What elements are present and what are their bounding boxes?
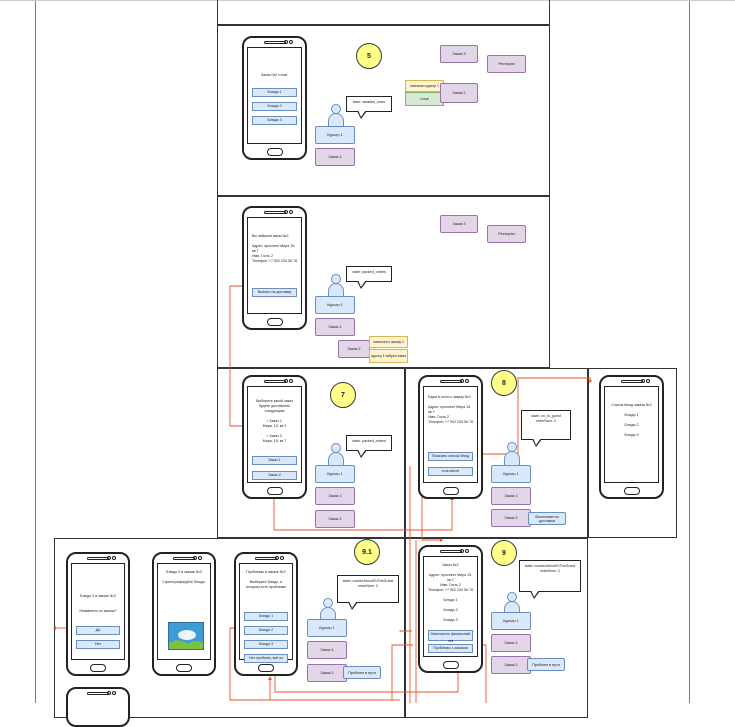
leave-for-delivery-button[interactable]: Выехал на доставку	[252, 288, 297, 297]
courier-box: Курьер 1	[307, 619, 347, 637]
order-2-button[interactable]: Заказ 2	[252, 471, 297, 480]
dish-2-button[interactable]: Блюдо 2	[252, 102, 297, 111]
order-2-box: Заказ 2	[338, 340, 370, 358]
courier-box: Курьер 1	[491, 612, 531, 630]
phone-screen: Блюдо 2 в заказе №2 Сфотографируйте блюд…	[157, 563, 211, 660]
order-1-box: Заказ 1	[315, 487, 355, 505]
order-1-box: Заказ 1	[315, 318, 355, 336]
phone-step7: Выберите какой заказ будете доставлять с…	[242, 375, 307, 499]
courier-actor	[328, 443, 344, 467]
step-badge-8: 8	[491, 370, 517, 396]
state-callout: state: awaited_order	[346, 96, 392, 119]
dish-1-button[interactable]: Блюдо 1	[252, 88, 297, 97]
courier-box: Курьер 1	[315, 126, 355, 144]
phone-step91-photo: Блюдо 2 в заказе №2 Сфотографируйте блюд…	[152, 552, 216, 676]
print-final-receipt-button[interactable]: Напечатать финальный чек	[428, 630, 473, 643]
no-button[interactable]: Нет	[76, 640, 120, 649]
arrived-button[interactable]: я на месте	[428, 467, 473, 476]
order-2-box: Заказ 2	[440, 83, 478, 103]
phone-step8-dish-list: Список блюд заказа №2 Блюдо 1 Блюдо 2 Бл…	[599, 375, 664, 499]
state-callout: state: packed_orders	[346, 435, 392, 458]
phone-text: Блюдо 2 в заказе №2 Сфотографируйте блюд…	[162, 570, 206, 584]
phone-text: Выберите какой заказ будете доставлять с…	[256, 399, 293, 443]
dish-photo-image	[168, 622, 204, 650]
phone-screen: Проблемы в заказе №2 Выберите блюдо, в к…	[239, 563, 293, 663]
phone-partial-bottom	[66, 687, 130, 727]
problem-status-box: Проблем в пути	[527, 658, 565, 671]
delivering-status-box: Выполняется доставка	[528, 512, 566, 525]
frame-step5	[217, 25, 550, 196]
phone-text: Проблемы в заказе №2 Выберите блюдо, в к…	[246, 570, 286, 589]
order-problems-button[interactable]: Проблемы с заказом	[428, 644, 473, 653]
phone-step6: Вы забрали заказ №2 Адрес: проспект Мира…	[242, 206, 307, 330]
order-2-box: Заказ 2	[491, 509, 531, 527]
state-callout: state: packed_orders	[346, 266, 392, 289]
state-callout: state: courierArrivalToTheGuest orderNum…	[519, 560, 581, 599]
step-badge-9-1: 9.1	[354, 539, 380, 565]
no-problems-button[interactable]: Нет проблем, всё ок	[244, 654, 288, 663]
problem-dish-1-button[interactable]: Блюдо 1	[244, 612, 288, 621]
courier-box: Курьер 1	[315, 465, 355, 483]
note-courier-picked-up: курьер 1 забрал заказ	[369, 349, 408, 363]
phone-step5: Заказ №2 готов. Блюдо 1 Блюдо 2 Блюдо 3	[242, 36, 307, 160]
frame-step7	[217, 368, 405, 538]
phone-screen: Блюдо 2 в заказе №2 Невменить из заказа?…	[71, 563, 125, 660]
top-edge	[0, 0, 735, 1]
phone-screen: Выберите какой заказ будете доставлять с…	[247, 386, 302, 483]
step-badge-9: 9	[491, 540, 517, 566]
state-callout: state: courierArrivalToTheGuest orderNum…	[337, 575, 399, 610]
courier-actor	[504, 442, 520, 466]
phone-screen: Список блюд заказа №2 Блюдо 1 Блюдо 2 Бл…	[604, 386, 659, 483]
image-icon	[169, 623, 203, 649]
restaurant-box: Ресторан	[487, 55, 526, 73]
order-3-box: Заказ 3	[440, 215, 478, 233]
phone-text: Вы забрали заказ №2 Адрес: проспект Мира…	[252, 234, 297, 263]
phone-screen: Едем в гости к заказу №2 Адрес: проспект…	[423, 386, 478, 483]
step-badge-5: 5	[356, 43, 382, 69]
state-callout: state: on_to_guest orderNum: 2	[521, 410, 571, 447]
phone-text: Блюдо 2 в заказе №2 Невменить из заказа?	[79, 594, 117, 613]
order-1-box: Заказ 1	[307, 641, 347, 659]
phone-step91-confirm: Блюдо 2 в заказе №2 Невменить из заказа?…	[66, 552, 130, 676]
problem-dish-2-button[interactable]: Блюдо 2	[244, 626, 288, 635]
order-2-box: Заказ 2	[315, 510, 355, 528]
problem-status-box: Проблем в пути	[343, 666, 381, 679]
courier-box: Курьер 1	[491, 465, 531, 483]
order-1-button[interactable]: Заказ 1	[252, 456, 297, 465]
yes-button[interactable]: Да	[76, 626, 120, 635]
phone-text: Список блюд заказа №2 Блюдо 1 Блюдо 2 Бл…	[611, 403, 652, 437]
guide-line-left	[35, 0, 36, 703]
note-ready: готов	[405, 92, 444, 106]
note-assigned-to-order: назначен к заказу 1	[369, 336, 408, 348]
note-courier-assigned: назначен курьер 1	[405, 80, 444, 92]
phone-step91-problems: Проблемы в заказе №2 Выберите блюдо, в к…	[234, 552, 298, 676]
order-1-box: Заказ 1	[315, 148, 355, 166]
order-1-box: Заказ 1	[491, 487, 531, 505]
show-dish-list-button[interactable]: Показать список блюд	[428, 452, 473, 461]
frame-step6	[217, 196, 550, 368]
phone-screen: Заказ №2 Адрес: проспект Мира 15, кв.7 И…	[423, 556, 478, 657]
problem-dish-3-button[interactable]: Блюдо 3	[244, 640, 288, 649]
courier-actor	[328, 104, 344, 128]
phone-screen: Заказ №2 готов. Блюдо 1 Блюдо 2 Блюдо 3	[247, 47, 302, 144]
step-badge-7: 7	[330, 382, 356, 408]
phone-text: Заказ №2 Адрес: проспект Мира 15, кв.7 И…	[428, 563, 473, 622]
guide-line-right	[689, 0, 690, 703]
order-2-box: Заказ 2	[491, 656, 531, 674]
dish-3-button[interactable]: Блюдо 3	[252, 116, 297, 125]
courier-actor	[328, 274, 344, 298]
phone-step8: Едем в гости к заказу №2 Адрес: проспект…	[418, 375, 483, 499]
restaurant-box: Ресторан	[487, 225, 526, 243]
order-1-box: Заказ 1	[491, 634, 531, 652]
order-2-box: Заказ 2	[307, 664, 347, 682]
phone-text: Едем в гости к заказу №2 Адрес: проспект…	[428, 395, 473, 424]
phone-screen: Вы забрали заказ №2 Адрес: проспект Мира…	[247, 217, 302, 314]
courier-box: Курьер 1	[315, 296, 355, 314]
phone-title: Заказ №2 готов.	[261, 73, 288, 77]
phone-step9: Заказ №2 Адрес: проспект Мира 15, кв.7 И…	[418, 545, 483, 673]
order-3-box: Заказ 3	[440, 45, 478, 63]
frame-top-stub	[217, 0, 550, 25]
